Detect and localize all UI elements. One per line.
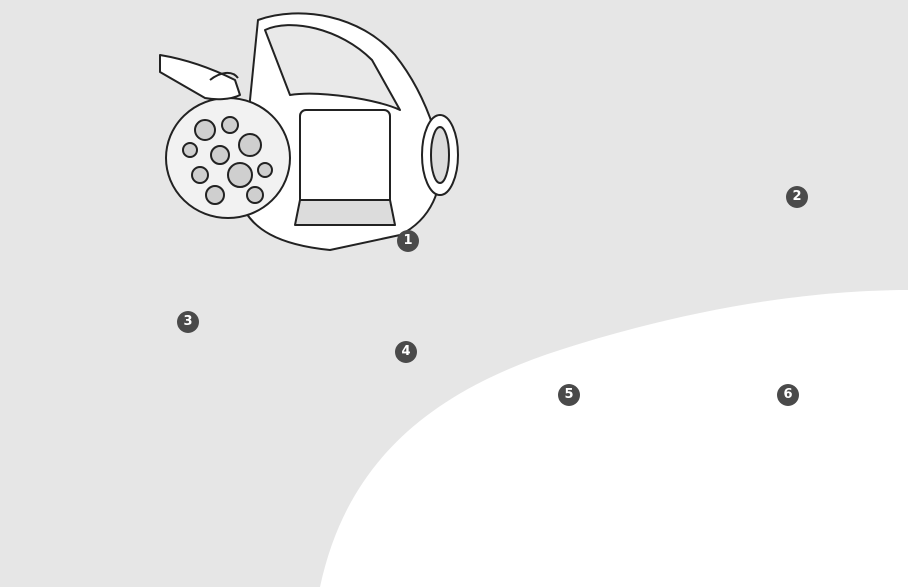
step-badge-3: 3	[177, 311, 199, 333]
step-badge-5: 5	[558, 384, 580, 406]
white-background-area	[320, 290, 908, 587]
step-badge-6: 6	[777, 384, 799, 406]
step-1-illustration	[160, 13, 458, 250]
step-badge-2: 2	[786, 186, 808, 208]
step-badge-4: 4	[395, 341, 417, 363]
step-badge-1: 1	[397, 230, 419, 252]
